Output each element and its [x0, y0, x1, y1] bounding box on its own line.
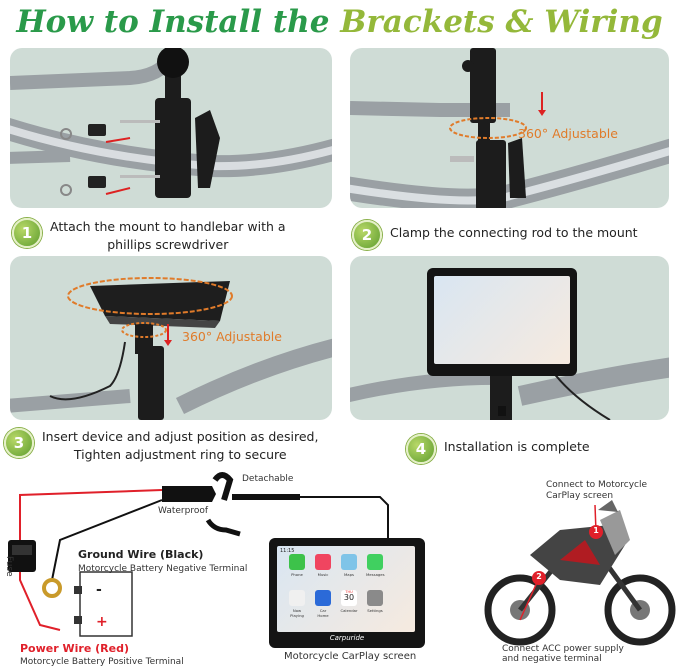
step4-image	[350, 256, 669, 420]
connecting-rod-illustration	[350, 48, 669, 208]
screen-caption: Motorcycle CarPlay screen	[284, 651, 417, 662]
step2-image: 360° Adjustable	[350, 48, 669, 208]
screen-time: 11:15	[280, 548, 295, 554]
connect-acc-label: Connect ACC power supply and negative te…	[502, 644, 624, 664]
adjustable-label-step2: 360° Adjustable	[518, 126, 618, 141]
waterproof-label: Waterproof	[158, 506, 209, 516]
calendar-icon: THU 30	[341, 590, 357, 606]
battery-plus: +	[96, 614, 108, 630]
now-playing-icon	[289, 590, 305, 606]
brand-logo: Carpuride	[329, 634, 365, 642]
battery-minus: -	[96, 582, 102, 598]
page-title: How to Install the Brackets & Wiring	[16, 4, 663, 40]
ground-wire-subtitle: Motorcycle Battery Negative Terminal	[78, 564, 248, 574]
step3-number-badge: 3	[4, 428, 34, 458]
messages-app-icon	[367, 554, 383, 570]
marker-2: 2	[536, 572, 542, 581]
step1-number-badge: 1	[12, 218, 42, 248]
step2-number-badge: 2	[352, 220, 382, 250]
maps-app-icon	[341, 554, 357, 570]
carplay-screen: 11:15 Phone Music Maps Messages THU 30 N…	[269, 538, 425, 648]
step4-text: 4 Installation is complete	[406, 434, 666, 464]
step1-image	[10, 48, 332, 208]
adjustable-label-step3: 360° Adjustable	[182, 329, 282, 344]
installed-device-illustration	[350, 357, 669, 420]
step1-text: 1 Attach the mount to handlebar with a p…	[12, 218, 332, 254]
car-home-icon	[315, 590, 331, 606]
marker-1: 1	[593, 526, 599, 535]
phone-app-icon	[289, 554, 305, 570]
music-app-icon	[315, 554, 331, 570]
ground-wire-title: Ground Wire (Black)	[78, 548, 204, 561]
step3-text: 3 Insert device and adjust position as d…	[4, 428, 344, 464]
device-adjust-illustration	[10, 277, 332, 420]
connect-screen-label: Connect to Motorcycle CarPlay screen	[546, 480, 648, 501]
step4-carplay-screen	[427, 268, 577, 376]
power-wire-title: Power Wire (Red)	[20, 642, 129, 655]
handlebar-mount-illustration	[10, 48, 332, 198]
fuse-label: Fuse	[4, 556, 14, 577]
step2-text: 2 Clamp the connecting rod to the mount	[352, 220, 679, 250]
step3-image: 360° Adjustable	[10, 256, 332, 420]
power-wire-subtitle: Motorcycle Battery Positive Terminal	[20, 657, 184, 667]
step4-number-badge: 4	[406, 434, 436, 464]
detachable-label: Detachable	[242, 474, 294, 484]
settings-icon	[367, 590, 383, 606]
